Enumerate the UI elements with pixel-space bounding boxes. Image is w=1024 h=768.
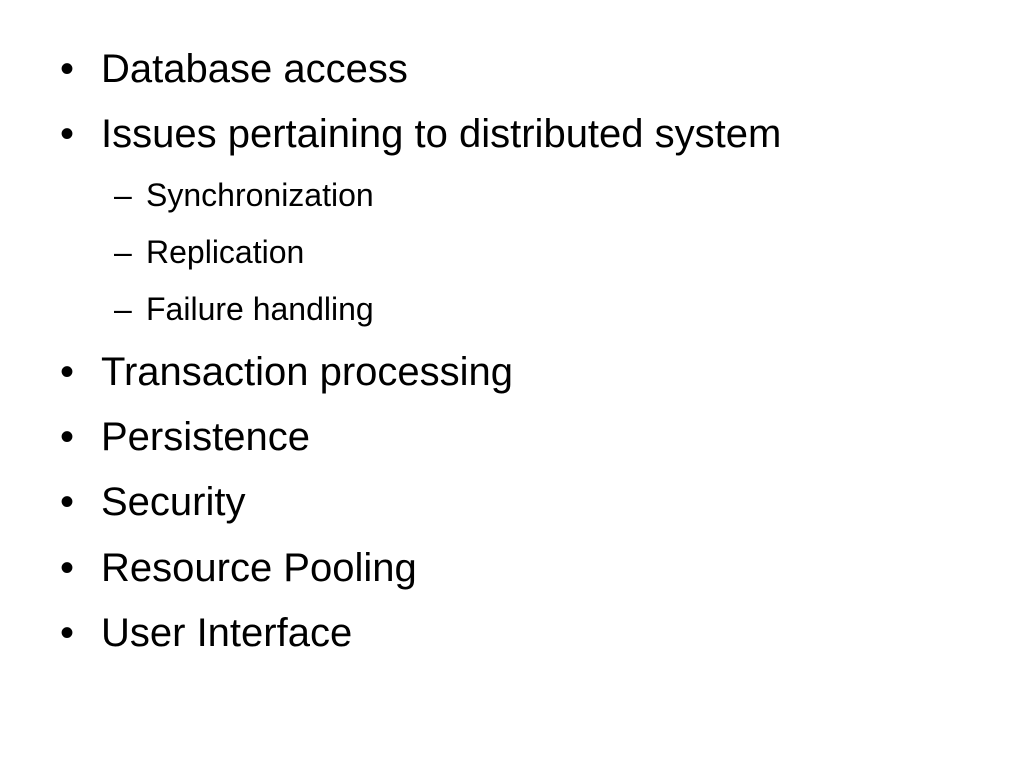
- bullet-text: Database access: [101, 47, 408, 91]
- bullet-text: Resource Pooling: [101, 546, 417, 590]
- dash-marker: –: [114, 291, 132, 327]
- bullet-text: Security: [101, 480, 246, 524]
- bullet-marker: •: [60, 47, 75, 91]
- bullet-text: Persistence: [101, 415, 310, 459]
- bullet-text: Issues pertaining to distributed system: [101, 112, 782, 156]
- bullet-marker: •: [60, 546, 75, 590]
- bullet-marker: •: [60, 350, 75, 394]
- sub-item-text: Replication: [146, 234, 305, 270]
- bullet-text: Transaction processing: [101, 350, 514, 394]
- sub-item-text: Failure handling: [146, 291, 374, 327]
- bullet-text: User Interface: [101, 611, 353, 655]
- bullet-marker: •: [60, 112, 75, 156]
- bullet-marker: •: [60, 611, 75, 655]
- sub-item-text: Synchronization: [146, 177, 374, 213]
- dash-marker: –: [114, 177, 132, 213]
- bullet-marker: •: [60, 415, 75, 459]
- dash-marker: –: [114, 234, 132, 270]
- bullet-marker: •: [60, 480, 75, 524]
